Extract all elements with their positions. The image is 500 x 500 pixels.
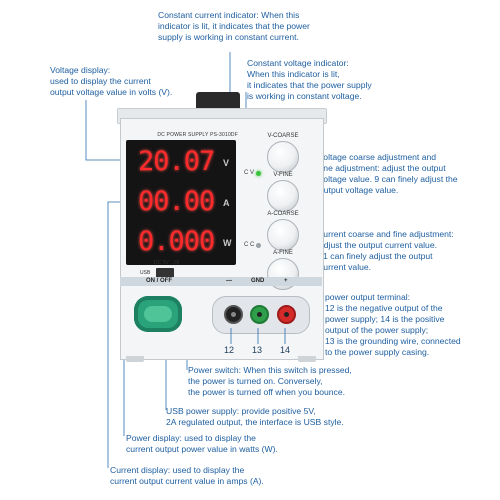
leader-voltage-display (85, 100, 134, 161)
positive-terminal-core (284, 312, 289, 317)
ground-terminal-core (257, 312, 262, 317)
label-strip (120, 277, 322, 286)
v-fine-label: V-FINE (273, 172, 293, 178)
annotation-constant-voltage: Constant voltage indicator: When this in… (247, 58, 372, 101)
annotation-power-display: Power display: used to display the curre… (126, 433, 278, 454)
current-display: 00.00 (138, 186, 215, 217)
annotation-power-switch: Power switch: When this switch is presse… (188, 365, 352, 397)
cv-indicator-light (256, 171, 261, 176)
cc-label: C C (244, 242, 255, 248)
a-fine-label: A-FINE (273, 250, 293, 256)
v-fine-knob[interactable] (267, 180, 299, 212)
foot-right (298, 356, 316, 362)
v-coarse-knob[interactable] (267, 141, 299, 173)
annotation-current-adjust: current coarse and fine adjustment: adju… (319, 229, 454, 272)
voltage-unit: V (223, 158, 230, 168)
power-unit: W (223, 238, 232, 248)
foot-left (126, 356, 144, 362)
a-coarse-label: A-COARSE (267, 211, 299, 217)
display-window: 20.07 V 00.00 A 0.000 W (126, 140, 236, 265)
current-unit: A (223, 198, 230, 208)
power-display: 0.000 (138, 226, 215, 257)
usb-rating-label: DC 5V - 2A (154, 260, 180, 266)
annotation-constant-current: Constant current indicator: When this in… (158, 10, 310, 42)
v-coarse-label: V-COARSE (267, 133, 299, 139)
usb-label: USB (140, 270, 151, 276)
usb-port[interactable] (156, 268, 174, 278)
cv-label: C V (244, 170, 255, 176)
annotation-current-display: Current display: used to display the cur… (110, 465, 264, 486)
voltage-display: 20.07 (138, 146, 215, 177)
annotation-voltage-adjust: voltage coarse adjustment and fine adjus… (319, 152, 458, 195)
terminal-number-13: 13 (252, 345, 263, 355)
annotation-usb-supply: USB power supply: provide positive 5V, 2… (166, 406, 344, 427)
minus-label: — (226, 278, 232, 284)
annotation-voltage-display: Voltage display: used to display the cur… (50, 65, 173, 97)
terminal-number-12: 12 (224, 345, 235, 355)
cc-indicator-light (256, 243, 261, 248)
carry-handle (196, 92, 240, 108)
gnd-label: GND (251, 278, 265, 284)
on-off-label: ON / OFF (146, 278, 172, 284)
power-switch-cap (144, 306, 172, 322)
annotation-output-terminal: power output terminal: 12 is the negativ… (325, 292, 461, 357)
model-label: DC POWER SUPPLY PS-3010DF (157, 132, 238, 138)
terminal-number-14: 14 (280, 345, 291, 355)
plus-label: + (284, 278, 288, 284)
negative-terminal-core (231, 312, 236, 317)
a-coarse-knob[interactable] (267, 219, 299, 251)
